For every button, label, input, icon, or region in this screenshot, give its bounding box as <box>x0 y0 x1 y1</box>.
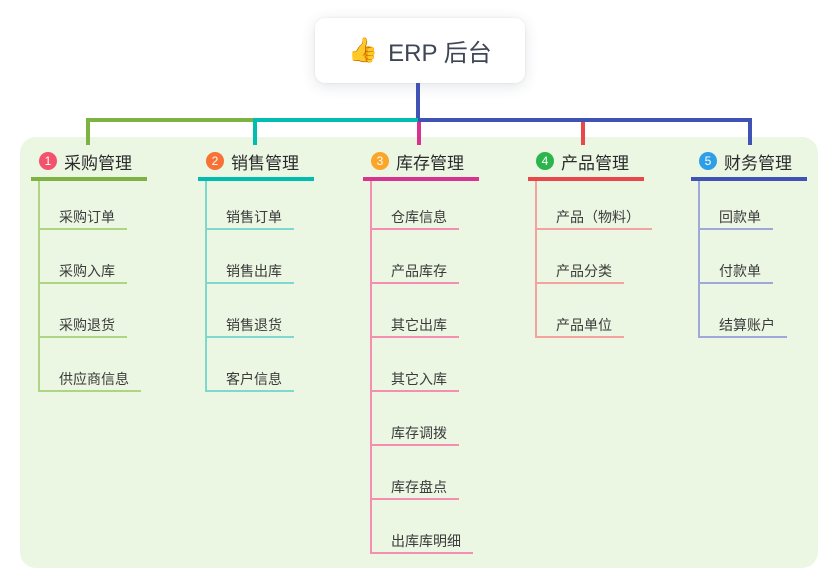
branch-number-badge: 1 <box>39 152 57 170</box>
node-item[interactable]: 产品单位 <box>537 284 624 338</box>
branch-number-badge: 3 <box>371 152 389 170</box>
node-item[interactable]: 销售订单 <box>207 181 294 230</box>
node-item[interactable]: 付款单 <box>700 230 773 284</box>
node-item[interactable]: 其它入库 <box>372 338 459 392</box>
branch-finance: 5 财务管理 回款单 付款单 结算账户 <box>691 145 807 338</box>
node-item[interactable]: 结算账户 <box>700 284 787 338</box>
branch-drop-2 <box>253 118 257 145</box>
node-item[interactable]: 客户信息 <box>207 338 294 392</box>
branch-items: 产品（物料） 产品分类 产品单位 <box>535 181 652 338</box>
branch-drop-5 <box>748 118 752 145</box>
branch-number-badge: 5 <box>699 152 717 170</box>
branch-title: 销售管理 <box>231 153 299 173</box>
thumbs-up-icon: 👍 <box>348 36 379 64</box>
branch-product: 4 产品管理 产品（物料） 产品分类 产品单位 <box>528 145 652 338</box>
node-item[interactable]: 其它出库 <box>372 284 459 338</box>
root-node[interactable]: 👍 ERP 后台 <box>315 18 525 83</box>
branch-drop-1 <box>86 118 90 145</box>
node-item[interactable]: 销售出库 <box>207 230 294 284</box>
branches-panel <box>20 137 818 568</box>
branch-number-badge: 4 <box>536 152 554 170</box>
branch-items: 回款单 付款单 结算账户 <box>698 181 807 338</box>
branch-header-product[interactable]: 4 产品管理 <box>528 145 644 181</box>
branch-title: 产品管理 <box>561 153 629 173</box>
node-item[interactable]: 产品库存 <box>372 230 459 284</box>
branch-drop-3 <box>417 122 421 145</box>
node-item[interactable]: 出库库明细 <box>372 500 473 554</box>
node-item[interactable]: 采购订单 <box>40 181 127 230</box>
branch-purchase: 1 采购管理 采购订单 采购入库 采购退货 供应商信息 <box>31 145 147 392</box>
branch-header-inventory[interactable]: 3 库存管理 <box>363 145 479 181</box>
branch-title: 库存管理 <box>396 153 464 173</box>
node-item[interactable]: 库存调拨 <box>372 392 459 446</box>
node-item[interactable]: 仓库信息 <box>372 181 459 230</box>
bus-segment-1 <box>86 118 256 122</box>
node-item[interactable]: 供应商信息 <box>40 338 141 392</box>
node-item[interactable]: 产品分类 <box>537 230 624 284</box>
branch-inventory: 3 库存管理 仓库信息 产品库存 其它出库 其它入库 库存调拨 库存盘点 出库库… <box>363 145 479 554</box>
bus-segment-3 <box>418 118 752 122</box>
node-item[interactable]: 回款单 <box>700 181 773 230</box>
branch-header-finance[interactable]: 5 财务管理 <box>691 145 807 181</box>
root-drop-line <box>416 83 420 119</box>
branch-drop-4 <box>581 122 585 145</box>
node-item[interactable]: 采购退货 <box>40 284 127 338</box>
root-label: ERP 后台 <box>388 40 492 67</box>
node-item[interactable]: 销售退货 <box>207 284 294 338</box>
branch-items: 采购订单 采购入库 采购退货 供应商信息 <box>38 181 147 392</box>
node-item[interactable]: 库存盘点 <box>372 446 459 500</box>
bus-segment-2 <box>253 118 418 122</box>
branch-title: 采购管理 <box>64 153 132 173</box>
branch-header-sales[interactable]: 2 销售管理 <box>198 145 314 181</box>
node-item[interactable]: 产品（物料） <box>537 181 652 230</box>
branch-items: 销售订单 销售出库 销售退货 客户信息 <box>205 181 314 392</box>
branch-items: 仓库信息 产品库存 其它出库 其它入库 库存调拨 库存盘点 出库库明细 <box>370 181 479 554</box>
branch-sales: 2 销售管理 销售订单 销售出库 销售退货 客户信息 <box>198 145 314 392</box>
branch-header-purchase[interactable]: 1 采购管理 <box>31 145 147 181</box>
branch-title: 财务管理 <box>724 153 792 173</box>
branch-number-badge: 2 <box>206 152 224 170</box>
node-item[interactable]: 采购入库 <box>40 230 127 284</box>
